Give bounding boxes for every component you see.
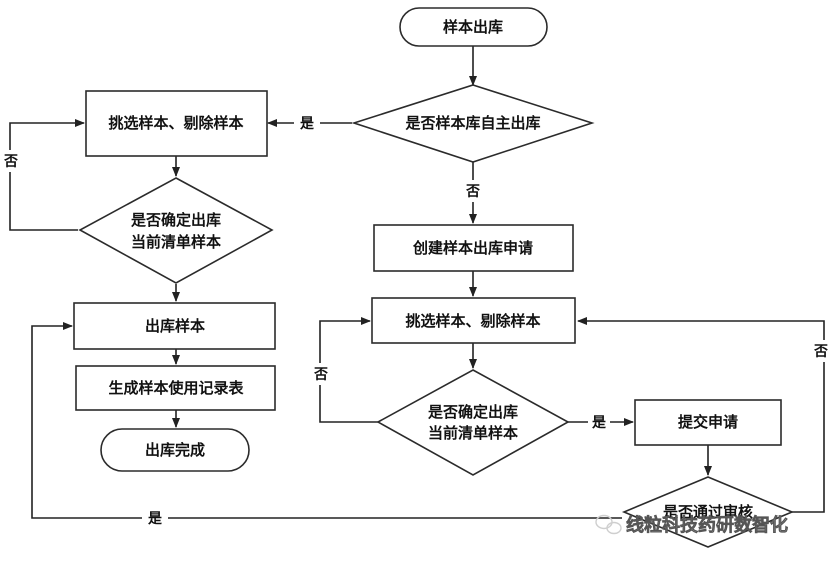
node-create-label: 创建样本出库申请 bbox=[412, 239, 533, 257]
node-done-label: 出库完成 bbox=[145, 441, 205, 459]
edge-d4-no-loop bbox=[577, 317, 825, 513]
wechat-icon bbox=[595, 514, 622, 535]
node-d1-diamond bbox=[351, 84, 595, 163]
label-d1-no: 否 bbox=[465, 184, 480, 200]
label-d3-no: 否 bbox=[313, 367, 328, 383]
node-record bbox=[75, 365, 276, 411]
node-start bbox=[399, 7, 548, 47]
label-d1-yes: 是 bbox=[300, 116, 315, 132]
node-pick-right-label: 挑选样本、剔除样本 bbox=[405, 312, 540, 330]
node-done bbox=[100, 428, 250, 472]
node-submit bbox=[634, 399, 782, 446]
label-d3-yes: 是 bbox=[592, 415, 607, 431]
node-d3-diamond bbox=[376, 369, 570, 476]
node-out-label: 出库样本 bbox=[145, 317, 205, 335]
edge-d2-no-loop bbox=[9, 119, 85, 231]
node-start-label: 样本出库 bbox=[443, 18, 503, 36]
watermark-text: 线粒科技药研数智化 bbox=[626, 514, 788, 536]
node-pick-left bbox=[85, 90, 268, 157]
node-d4-diamond bbox=[621, 476, 795, 548]
edge-d4-yes-out bbox=[31, 322, 622, 519]
node-create bbox=[373, 224, 574, 272]
edge-labels: 是 否 否 是 否 否 是 bbox=[0, 112, 833, 529]
node-record-label: 生成样本使用记录表 bbox=[108, 379, 244, 397]
label-d4-yes: 是 bbox=[148, 511, 163, 527]
watermark: 线粒科技药研数智化 bbox=[595, 514, 788, 536]
nodes: 样本出库 是否样本库自主出库 创建样本出库申请 挑选样本、剔除样本 是否确定出库… bbox=[73, 7, 795, 548]
node-d2-label-2: 当前清单样本 bbox=[131, 233, 221, 251]
node-pick-left-label: 挑选样本、剔除样本 bbox=[108, 114, 243, 132]
label-d4-no: 否 bbox=[813, 344, 828, 360]
node-d4-label: 是否通过审核 bbox=[662, 503, 753, 521]
node-pick-right bbox=[371, 297, 576, 344]
label-d2-no: 否 bbox=[3, 154, 18, 170]
node-out bbox=[73, 302, 276, 350]
node-d2-label-1: 是否确定出库 bbox=[130, 211, 221, 229]
node-submit-label: 提交申请 bbox=[678, 413, 738, 431]
node-d2-diamond bbox=[78, 177, 274, 284]
node-d3-label-1: 是否确定出库 bbox=[427, 403, 518, 421]
node-d1-label: 是否样本库自主出库 bbox=[404, 114, 540, 132]
node-d3-label-2: 当前清单样本 bbox=[428, 424, 518, 442]
